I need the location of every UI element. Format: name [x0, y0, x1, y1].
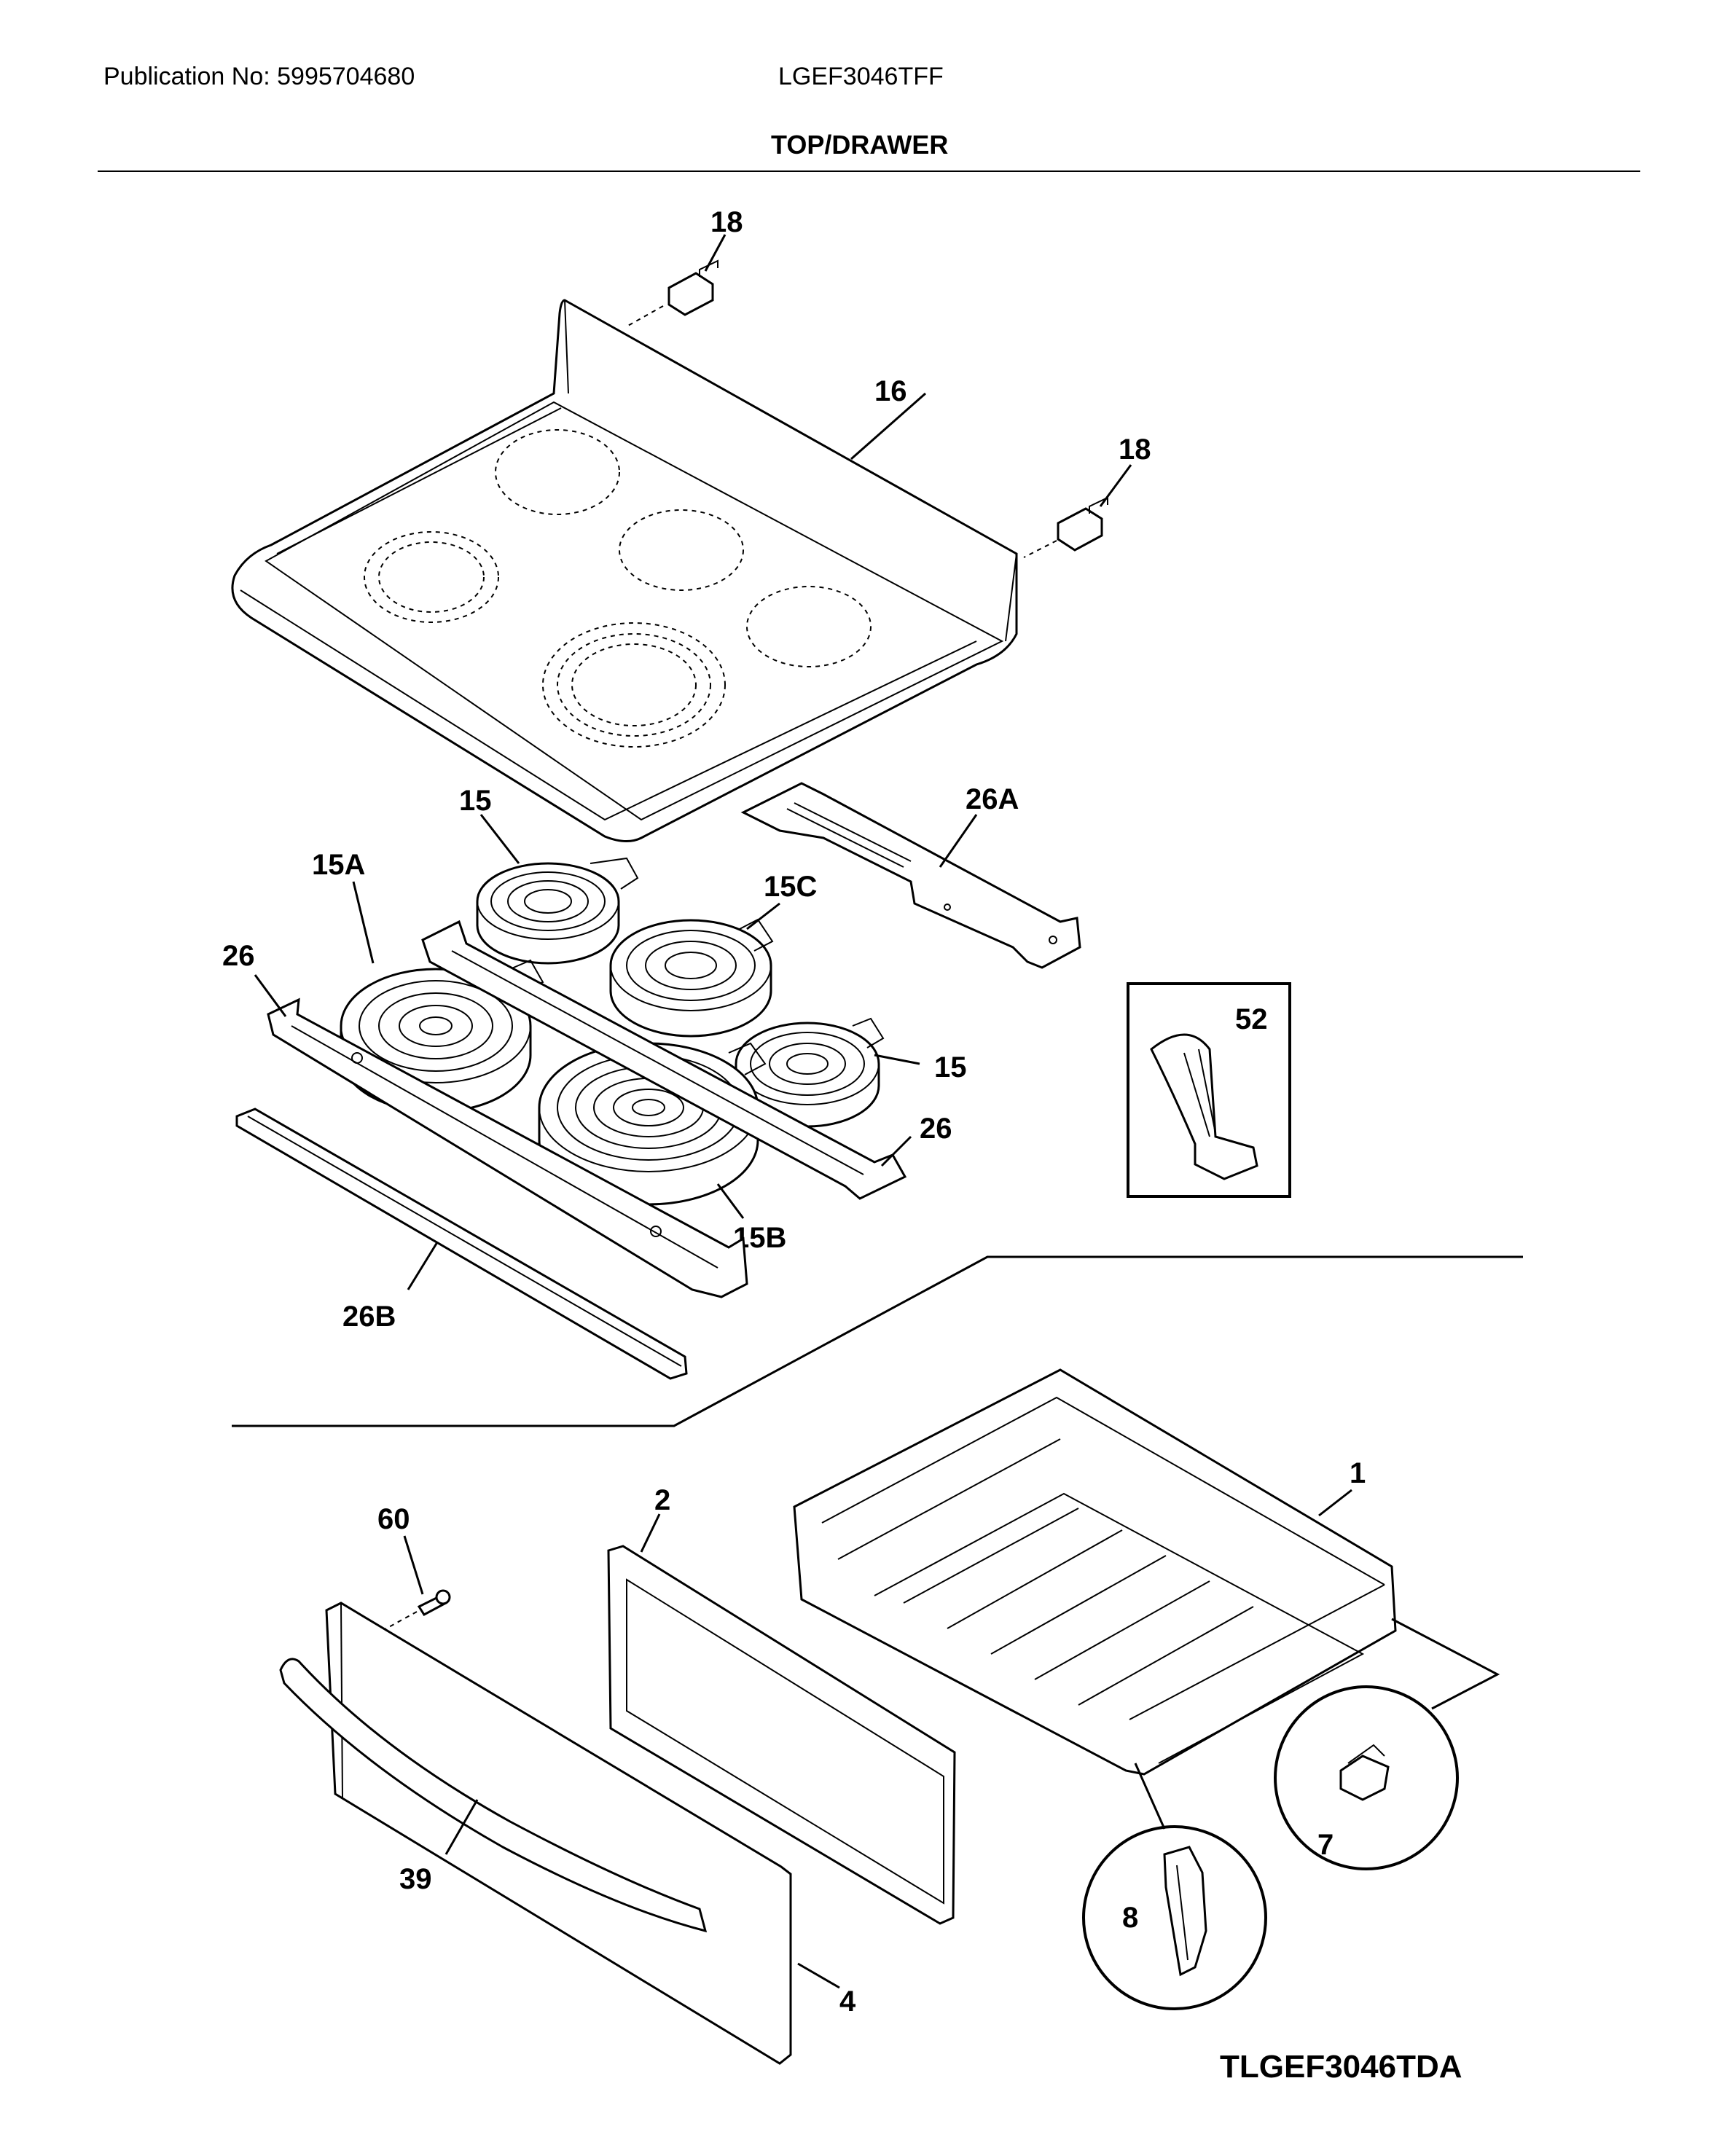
drawer-front-part [325, 1602, 792, 2065]
clip-inset-52 [1127, 982, 1291, 1198]
glide-inset-8 [1082, 1825, 1267, 2010]
callout-bracket-top-left: 18 [710, 206, 743, 238]
element-15c-rear-center [609, 918, 774, 1038]
section-title: TOP/DRAWER [771, 130, 949, 160]
drawer-body-part [793, 1368, 1397, 1776]
bracket-18-top-right [1057, 496, 1108, 552]
callout-screw: 60 [377, 1503, 410, 1535]
callout-support-rear: 26A [966, 783, 1019, 815]
publication-number: Publication No: 5995704680 [103, 63, 415, 90]
callout-support-front: 26B [342, 1301, 396, 1333]
section-divider [232, 1255, 1523, 1427]
callout-element-rear-center: 15C [764, 871, 817, 903]
cooktop-part [231, 299, 1018, 842]
handle-39 [279, 1658, 708, 1933]
header-rule [98, 170, 1640, 172]
callout-element-right: 15 [934, 1051, 967, 1083]
bracket-18-top-left [667, 259, 718, 316]
element-15-rear-left [476, 857, 639, 965]
screw-60 [417, 1589, 451, 1616]
callout-glide-inset: 8 [1122, 1902, 1138, 1934]
callout-slide-stop-inset: 7 [1317, 1829, 1334, 1861]
callout-element-front-left: 15A [312, 849, 365, 881]
slide-stop-inset-7 [1274, 1685, 1459, 1870]
callout-support-left: 26 [222, 940, 255, 972]
support-26b-front [235, 1108, 688, 1380]
model-number: LGEF3046TFF [778, 63, 944, 90]
callout-handle: 39 [399, 1863, 432, 1895]
support-26-left [267, 997, 748, 1298]
callout-element-rear-left: 15 [459, 785, 492, 817]
callout-support-right: 26 [920, 1113, 952, 1145]
support-26-right [421, 920, 907, 1200]
callout-clip-inset: 52 [1235, 1003, 1268, 1035]
diagram-code: TLGEF3046TDA [1220, 2049, 1462, 2085]
callout-drawer-liner: 2 [654, 1484, 670, 1516]
callout-cooktop: 16 [874, 375, 907, 407]
callout-bracket-top-right: 18 [1119, 434, 1151, 466]
callout-drawer-front: 4 [839, 1986, 856, 2018]
support-26a [740, 782, 1081, 969]
drawer-liner-part [607, 1545, 956, 1925]
callout-drawer-body: 1 [1350, 1457, 1366, 1489]
